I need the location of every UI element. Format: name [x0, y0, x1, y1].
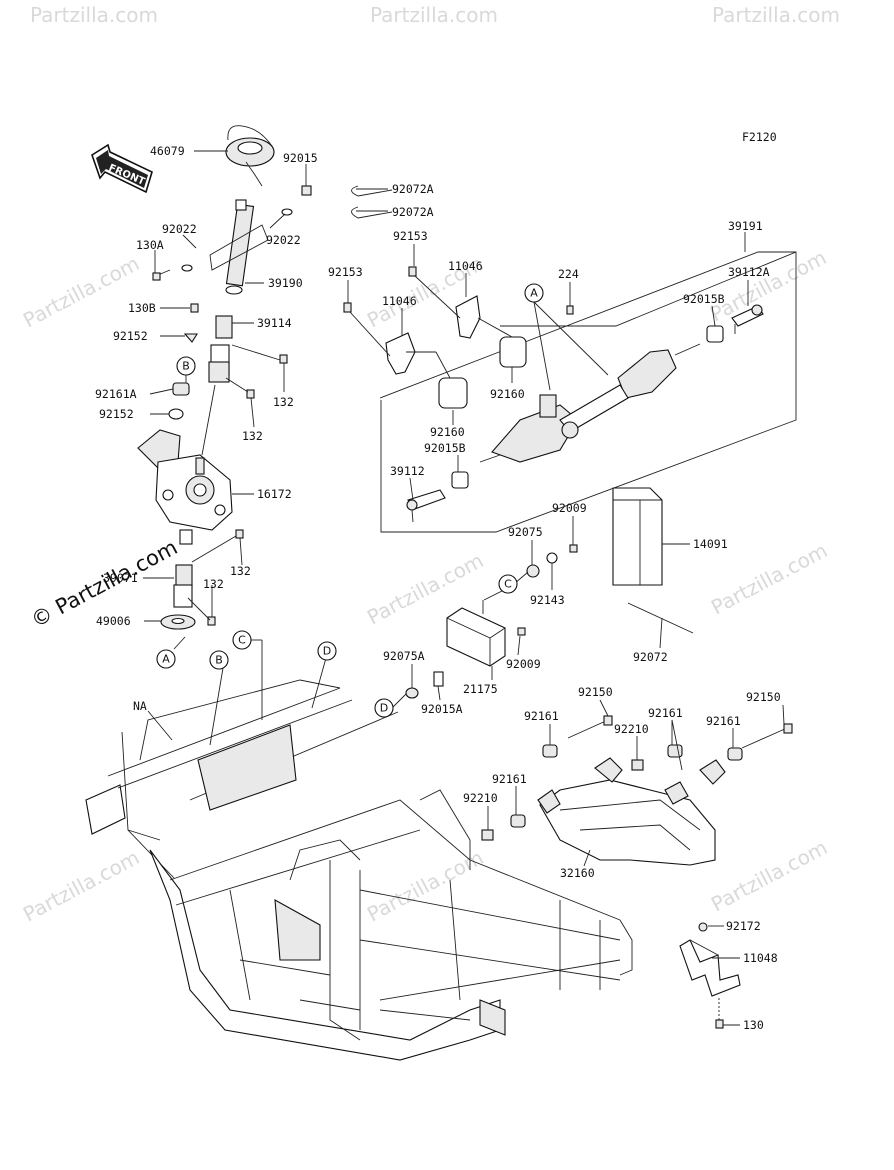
steering-rack-assembly [343, 185, 797, 533]
part-callout: 92009 [552, 501, 587, 515]
part-callout: 130A [136, 238, 164, 252]
part-callout: 14091 [693, 537, 728, 551]
part-callout: 16172 [257, 487, 292, 501]
reference-marker: D [380, 702, 388, 715]
part-callout: 132 [242, 429, 263, 443]
part-callout: 130B [128, 301, 156, 315]
part-callout: 32160 [560, 866, 595, 880]
part-callout: 39112A [728, 265, 770, 279]
part-callout: 92075A [383, 649, 425, 663]
part-callout: 92015A [421, 702, 463, 716]
watermark: Partzilla.com [706, 245, 830, 326]
reference-marker: C [504, 578, 512, 591]
figure-code: F2120 [742, 130, 777, 144]
reference-marker-circle [209, 650, 229, 670]
reference-marker: A [162, 653, 170, 666]
watermark: Partzilla.com [363, 845, 487, 926]
part-callout: 92161A [95, 387, 137, 401]
part-callout: 11048 [743, 951, 778, 965]
part-callout: 92152 [113, 329, 148, 343]
part-callout: 92161 [492, 772, 527, 786]
part-callout: 92075 [508, 525, 543, 539]
reference-marker: B [182, 360, 190, 373]
controller-assembly [405, 487, 694, 699]
reference-marker: A [530, 287, 538, 300]
part-callout: 132 [230, 564, 251, 578]
part-callout: 92161 [706, 714, 741, 728]
part-callout: 46079 [150, 144, 185, 158]
na-label: NA [133, 699, 147, 713]
part-callout: 92150 [578, 685, 613, 699]
part-callout: 224 [558, 267, 579, 281]
part-callout: 92143 [530, 593, 565, 607]
part-callout: 92152 [99, 407, 134, 421]
watermark: Partzilla.com [19, 251, 143, 332]
front-arrow-icon: FRONT [91, 143, 153, 194]
reference-marker-circle [176, 356, 196, 376]
part-callout: 92160 [490, 387, 525, 401]
steering-column-assembly [137, 125, 312, 630]
part-callout: 92015 [283, 151, 318, 165]
a-arm-assembly [481, 715, 793, 866]
watermark: Partzilla.com [370, 3, 498, 27]
reference-marker: D [323, 645, 331, 658]
part-callout: 92210 [463, 791, 498, 805]
part-callouts: 46079 92015 92072A 92072A 92022 130A 920… [95, 144, 781, 1032]
part-callout: 132 [203, 577, 224, 591]
part-callout: 92153 [393, 229, 428, 243]
part-callout: 132 [273, 395, 294, 409]
reference-marker-circle [232, 630, 252, 650]
reference-marker-circle [317, 641, 337, 661]
part-callout: 39190 [268, 276, 303, 290]
watermarks: Partzilla.com Partzilla.com Partzilla.co… [19, 3, 840, 926]
part-callout: 92022 [266, 233, 301, 247]
reference-marker-circle [374, 698, 394, 718]
part-callout: 92015B [683, 292, 725, 306]
watermark: Partzilla.com [19, 845, 143, 926]
watermark: Partzilla.com [30, 3, 158, 27]
part-callout: 92072A [392, 205, 434, 219]
part-callout: 92072 [633, 650, 668, 664]
watermark: Partzilla.com [712, 3, 840, 27]
reference-marker-circle [156, 649, 176, 669]
reference-marker: B [215, 654, 223, 667]
part-callout: 11046 [382, 294, 417, 308]
reference-marker-circle [524, 283, 544, 303]
part-callout: 39114 [257, 316, 292, 330]
part-callout: 130 [743, 1018, 764, 1032]
part-callout: 39112 [390, 464, 425, 478]
part-callout: 92161 [524, 709, 559, 723]
part-callout: 92160 [430, 425, 465, 439]
part-callout: 92022 [162, 222, 197, 236]
reference-marker: C [238, 634, 246, 647]
part-callout: 92161 [648, 706, 683, 720]
leader-lines [143, 150, 785, 1026]
part-callout: 92210 [614, 722, 649, 736]
reference-markers: B A A C D C B D [156, 283, 544, 718]
watermark: Partzilla.com [707, 835, 831, 916]
part-callout: 39191 [728, 219, 763, 233]
part-callout: 21175 [463, 682, 498, 696]
part-callout: 39071 [103, 571, 138, 585]
bracket-assembly [679, 922, 741, 1029]
part-callout: 11046 [448, 259, 483, 273]
part-callout: 92009 [506, 657, 541, 671]
part-callout: 92150 [746, 690, 781, 704]
frame [85, 679, 633, 1061]
reference-marker-circle [498, 574, 518, 594]
part-callout: 92015B [424, 441, 466, 455]
part-callout: 92172 [726, 919, 761, 933]
part-callout: 49006 [96, 614, 131, 628]
part-callout: 92153 [328, 265, 363, 279]
part-callout: 92072A [392, 182, 434, 196]
